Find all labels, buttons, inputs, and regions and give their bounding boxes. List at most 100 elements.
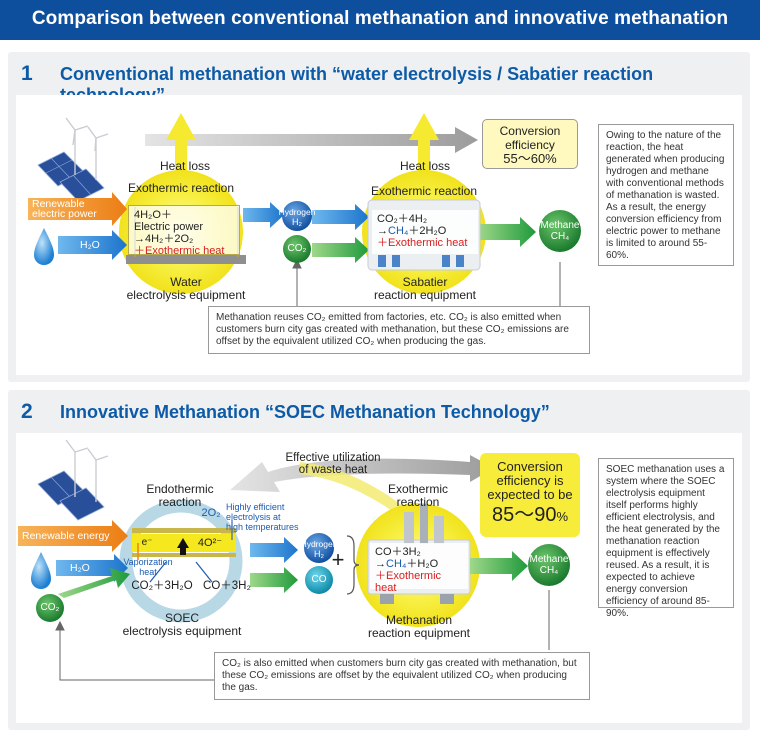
solar-panel-icon xyxy=(37,470,105,521)
co2-input-arrow xyxy=(58,568,130,598)
soec-output-label: CO＋3H₂ xyxy=(203,580,251,592)
hydrogen-ball-1 xyxy=(282,201,312,231)
soec-ring xyxy=(119,499,243,623)
heat-loss-label-2: Heat loss xyxy=(399,159,451,173)
hydrogen-ball-2 xyxy=(304,533,334,563)
section-2-title: Innovative Methanation “SOEC Methanation… xyxy=(60,402,550,422)
bracket xyxy=(346,535,360,595)
h2-text: H₂ xyxy=(292,217,302,227)
water-eq-2: electrolysis equipment xyxy=(126,288,246,302)
wind-turbine-icon xyxy=(65,439,109,502)
meth-eq-2: reaction equipment xyxy=(367,626,471,640)
h2o-label-2: H₂O xyxy=(70,562,90,574)
conv2-line-2: efficiency is xyxy=(496,473,564,488)
co2-label-2: CO₂ xyxy=(40,602,60,613)
meth-line-1: CO＋3H₂ xyxy=(375,546,421,558)
high-1: Highly efficient xyxy=(226,502,285,512)
water-drop-icon xyxy=(34,228,54,265)
oxygen-ion-label: 4O²⁻ xyxy=(197,537,223,549)
soec-equipment-label: SOEC electrolysis equipment xyxy=(112,612,252,638)
co2-feedback-lines xyxy=(292,258,561,306)
section-1-number: 1 xyxy=(21,62,33,85)
electrolysis-line-2: Electric power xyxy=(134,221,204,233)
water-eq-1: Water xyxy=(170,275,202,289)
waste-1: Effective utilization xyxy=(285,452,381,464)
sab-h2o: ＋2H₂O xyxy=(408,225,447,237)
section-2-bottom-note: CO₂ is also emitted when customers burn … xyxy=(214,652,590,700)
co-label: CO xyxy=(311,574,327,585)
co2-ball-1 xyxy=(283,235,311,263)
meth-eq-1: Methanation xyxy=(385,613,453,627)
co-ball-2 xyxy=(305,566,333,594)
methanation-reaction-box: CO＋3H₂ →CH₄＋H₂O ＋Exothermic heat xyxy=(370,543,468,594)
high-2: electrolysis at xyxy=(226,512,281,522)
methane-text-2: Methane xyxy=(529,554,569,565)
meth-h2o: ＋H₂O xyxy=(406,558,439,570)
hydrogen-label-1: Hydrogen H₂ xyxy=(279,207,316,227)
vap-2: heat xyxy=(139,567,157,577)
main-title: Comparison between conventional methanat… xyxy=(31,8,729,29)
endothermic-label: Endothermic reaction xyxy=(135,483,225,509)
meth-line-3: ＋Exothermic heat xyxy=(375,570,442,594)
conv2-value: 85～90% xyxy=(480,502,580,530)
conv2-percent: % xyxy=(556,509,569,524)
co2-feedback-lines xyxy=(55,590,550,681)
electrolysis-line-3: →4H₂＋2O₂ xyxy=(134,233,194,245)
meth-arrow: → xyxy=(375,558,386,570)
conv2-line-3: expected to be xyxy=(487,487,573,502)
soec-input-label: CO₂＋3H₂O xyxy=(131,580,193,592)
sabatier-line-2: →CH₄＋2H₂O xyxy=(377,225,473,237)
h2o-label-1: H₂O xyxy=(80,239,100,251)
conv1-line-1: Conversion xyxy=(499,124,561,138)
h2o-arrow xyxy=(56,554,128,582)
electrolysis-line-1: 4H₂O＋ xyxy=(134,209,172,221)
heat-loss-gray-arrow xyxy=(145,127,478,153)
methane-label-1: Methane CH₄ xyxy=(536,220,584,242)
vaporization-label: Vaporization heat xyxy=(120,557,176,577)
conversion-efficiency-box-2: Conversion efficiency is expected to be … xyxy=(480,453,580,537)
water-electrolysis-label: Water electrolysis equipment xyxy=(116,276,256,302)
conversion-efficiency-box-1: Conversion efficiency 55～60% xyxy=(482,119,578,169)
conv2-number: 85～90 xyxy=(491,504,557,526)
sabatier-line-1: CO₂＋4H₂ xyxy=(377,213,428,225)
h2-text-2: H₂ xyxy=(314,549,324,559)
methane-ball-1 xyxy=(539,210,581,252)
renewable-power-label: Renewable electric power xyxy=(32,198,97,220)
conv1-line-2: efficiency xyxy=(505,138,555,152)
exo-3-1: Exothermic xyxy=(387,482,449,496)
soec-1: SOEC xyxy=(164,611,199,625)
conv2-line-1: Conversion xyxy=(497,459,563,474)
vap-1: Vaporization xyxy=(123,557,173,567)
meth-line-2: →CH₄＋H₂O xyxy=(375,558,463,570)
high-temp-label: Highly efficient electrolysis at high te… xyxy=(226,502,310,532)
heat-loss-label-1: Heat loss xyxy=(159,159,211,173)
ch4-text: CH₄ xyxy=(550,231,570,242)
methane-text: Methane xyxy=(540,220,580,231)
co2-flow-arrow xyxy=(312,237,369,263)
exo-3-2: reaction xyxy=(396,495,440,509)
co2-label-1: CO₂ xyxy=(287,243,307,254)
soec-2: electrolysis equipment xyxy=(122,624,242,638)
hydrogen-label-2: Hydrogen H₂ xyxy=(301,539,338,559)
meth-ch4: CH₄ xyxy=(386,558,407,570)
sabatier-equipment-label: Sabatier reaction equipment xyxy=(360,276,490,302)
electrolysis-line-4: ＋Exothermic heat xyxy=(134,245,225,257)
methane-flow-arrow xyxy=(478,217,536,247)
endo-1: Endothermic xyxy=(146,482,214,496)
endo-2: reaction xyxy=(158,495,202,509)
conv1-value: 55～60% xyxy=(503,151,557,166)
o2-label: 2O₂ xyxy=(201,507,221,519)
renewable-energy-label: Renewable energy xyxy=(22,530,110,542)
methanation-equipment-label: Methanation reaction equipment xyxy=(354,614,484,640)
ch4-text-2: CH₄ xyxy=(539,565,559,576)
h2-flow-arrow xyxy=(243,202,369,230)
exothermic-label-1: Exothermic reaction xyxy=(127,181,235,195)
sabatier-reaction-box: CO₂＋4H₂ →CH₄＋2H₂O ＋Exothermic heat xyxy=(372,210,478,254)
plus-sign: + xyxy=(331,547,345,572)
solar-panel-icon xyxy=(37,151,105,202)
waste-heat-label: Effective utilization of waste heat xyxy=(278,452,388,476)
renewable-power-arrow xyxy=(28,192,127,226)
section-1-side-note: Owing to the nature of the reaction, the… xyxy=(598,124,734,266)
high-3: high temperatures xyxy=(226,522,299,532)
water-drop-icon xyxy=(31,552,51,589)
